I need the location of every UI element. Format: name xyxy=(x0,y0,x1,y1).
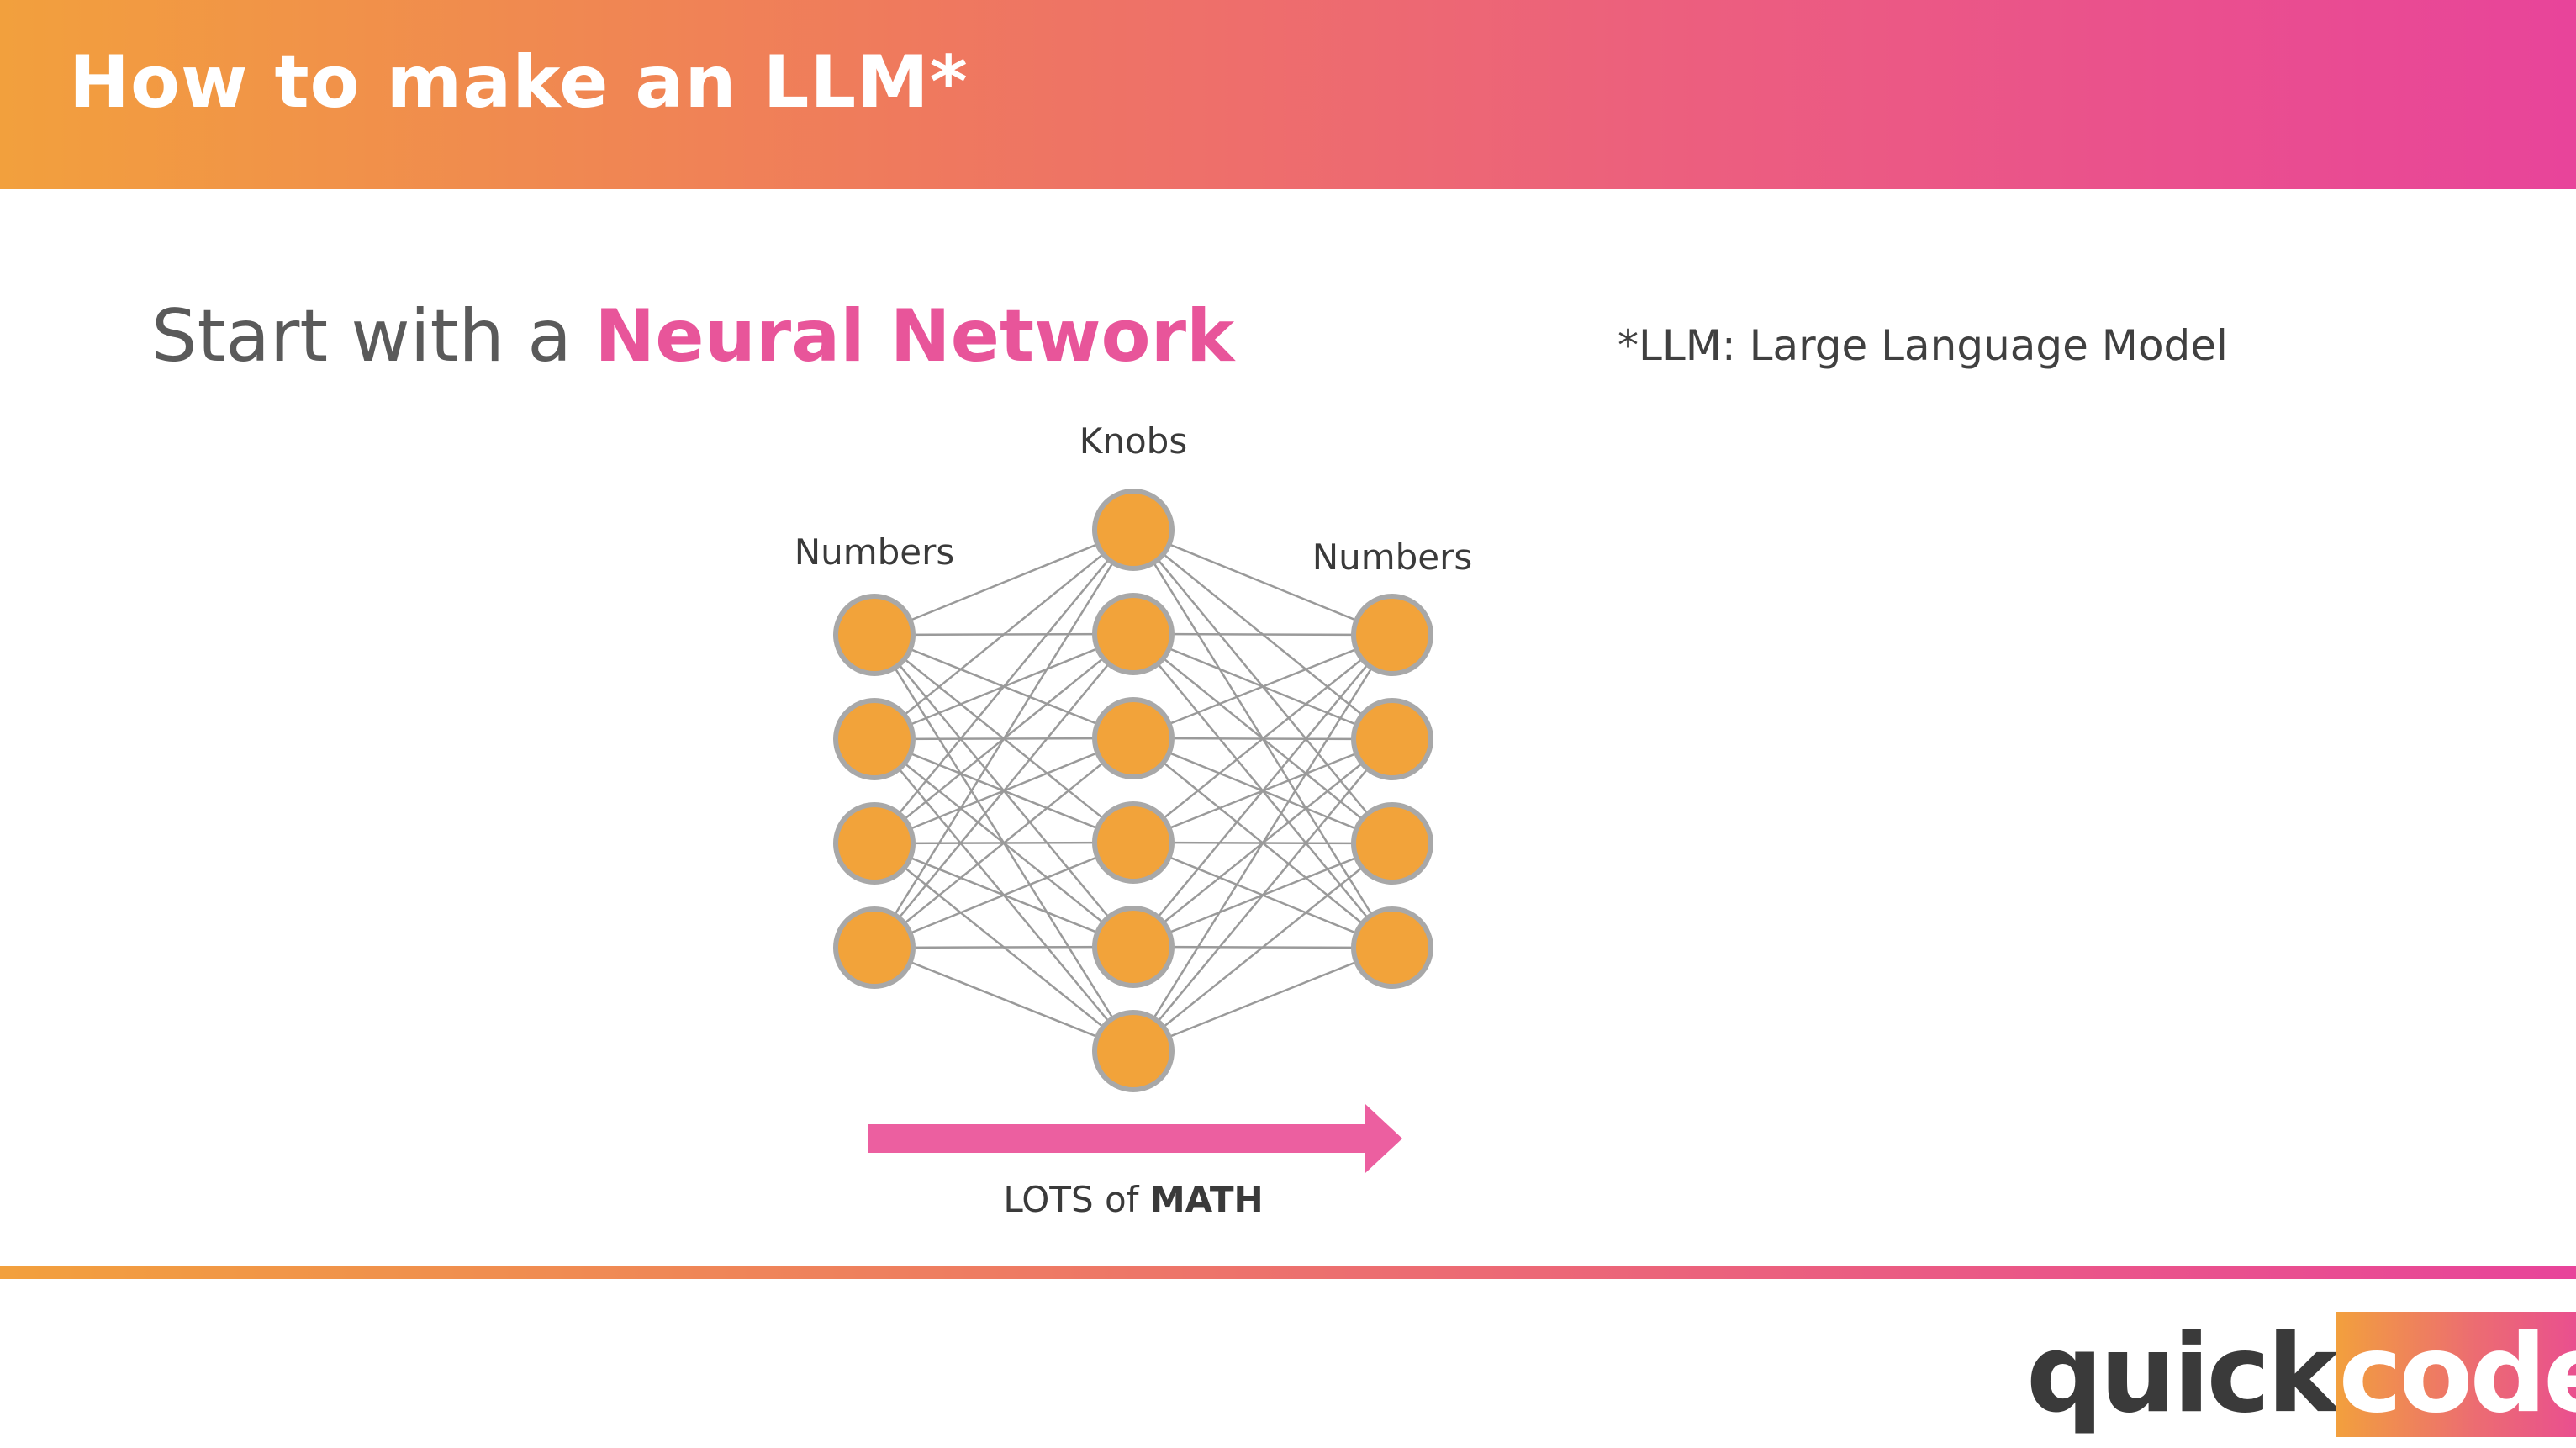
hidden-layer-label: Knobs xyxy=(1079,420,1188,462)
logo-part1: quick xyxy=(2026,1312,2339,1437)
input-node xyxy=(833,906,916,989)
input-node xyxy=(833,802,916,885)
hidden-node xyxy=(1092,593,1175,675)
network-edge xyxy=(874,945,1134,949)
network-edges xyxy=(873,528,1394,1053)
network-edge xyxy=(874,529,1134,740)
arrow-label-bold: MATH xyxy=(1149,1179,1264,1220)
network-edge xyxy=(874,737,1134,949)
output-node xyxy=(1351,594,1433,676)
network-edge xyxy=(874,633,1134,949)
output-layer-label: Numbers xyxy=(1312,536,1473,578)
network-edge xyxy=(1132,632,1393,637)
footer-bar xyxy=(0,1266,2576,1279)
slide-subtitle: Start with a Neural Network xyxy=(151,294,1234,378)
output-node xyxy=(1351,698,1433,780)
network-edge xyxy=(1132,634,1394,1052)
arrow-label-prefix: LOTS of xyxy=(1003,1179,1150,1220)
arrow-head xyxy=(1365,1104,1402,1173)
output-node xyxy=(1351,802,1433,885)
network-edge xyxy=(1132,528,1393,637)
network-edge xyxy=(1132,738,1393,1052)
subtitle-highlight: Neural Network xyxy=(594,294,1235,378)
network-edge xyxy=(873,529,1135,949)
network-edge xyxy=(874,946,1134,1053)
slide-title: How to make an LLM* xyxy=(69,40,969,124)
header-banner: How to make an LLM* xyxy=(0,0,2576,189)
input-node xyxy=(833,594,916,676)
arrow-shaft xyxy=(868,1124,1372,1153)
hidden-node xyxy=(1092,906,1175,988)
network-edge xyxy=(1132,634,1393,843)
logo-part2: code xyxy=(2335,1312,2576,1437)
network-edge xyxy=(1132,843,1393,1052)
network-edge xyxy=(1132,634,1393,948)
network-nodes xyxy=(833,489,1433,1092)
network-edge xyxy=(1132,946,1393,1053)
network-edge xyxy=(874,529,1134,844)
hidden-node xyxy=(1092,801,1175,884)
arrow-label: LOTS of MATH xyxy=(1003,1179,1263,1220)
input-node xyxy=(833,698,916,780)
subtitle-prefix: Start with a xyxy=(151,294,595,378)
hidden-node xyxy=(1092,1010,1175,1092)
hidden-node xyxy=(1092,489,1175,571)
network-edge xyxy=(874,841,1134,949)
network-edge xyxy=(1132,633,1393,740)
hidden-node xyxy=(1092,697,1175,779)
network-edge xyxy=(874,528,1134,637)
quickcode-logo: quickcode xyxy=(2026,1312,2576,1437)
input-layer-label: Numbers xyxy=(794,531,955,573)
footnote: *LLM: Large Language Model xyxy=(1618,321,2228,370)
output-node xyxy=(1351,906,1433,989)
math-arrow xyxy=(868,1104,1402,1173)
